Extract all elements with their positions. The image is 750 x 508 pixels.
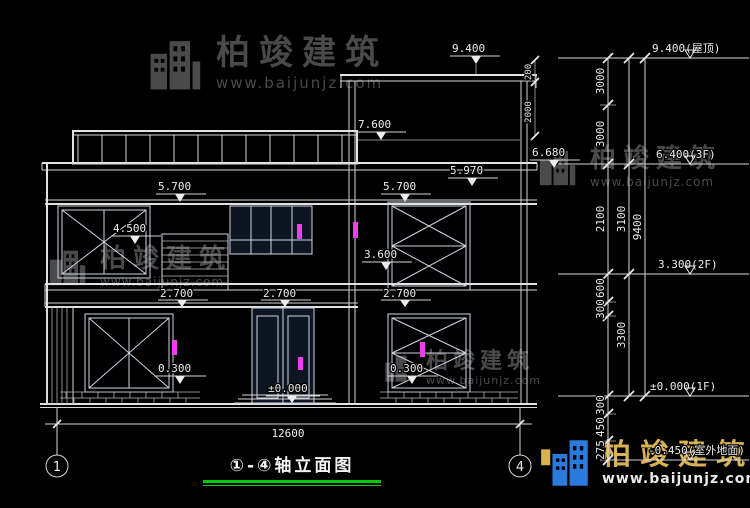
floor-level-1f: ±0.000(1F) <box>650 380 716 393</box>
title-underline-thick <box>203 480 381 483</box>
watermark-mid-left: 柏竣建筑 www.baijunjz.com <box>48 244 233 289</box>
watermark-brand-text: 柏竣建筑 <box>216 33 388 74</box>
dim-inner-6: 300 <box>594 395 607 415</box>
dim-overall-height: 9400 <box>631 214 644 241</box>
drawing-title-block: ①-④轴立面图 <box>203 451 381 486</box>
level-soffit-left: 5.700 <box>158 180 191 193</box>
watermark-brand-text: 柏竣建筑 <box>602 436 750 471</box>
title-underline-thin <box>203 485 381 486</box>
level-terrace: 7.600 <box>358 118 391 131</box>
dim-inner-4: 600 <box>594 278 607 298</box>
level-ground: ±0.000 <box>268 382 308 395</box>
floor-level-site: -0.450(室外地面) <box>648 443 745 457</box>
dim-tower-1: 200 <box>524 64 534 80</box>
watermark-url-text: www.baijunjz.com <box>216 73 384 92</box>
first-floor-elements <box>47 307 470 404</box>
brand-logo-icon <box>541 440 588 486</box>
floor-level-2f: 3.300(2F) <box>658 258 718 271</box>
level-sill-2f: 3.600 <box>364 248 397 261</box>
level-fascia: 5.970 <box>450 164 483 177</box>
watermark-bottom-right-logo: 柏竣建筑 www.baijunjz.com <box>540 438 750 488</box>
dim-inner-7: 450 <box>594 417 607 437</box>
brand-logo-icon <box>385 356 407 382</box>
axis-bubble-1: 1 <box>53 460 61 475</box>
dim-mid-2: 3300 <box>615 322 628 349</box>
level-rail-left: 2.700 <box>160 287 193 300</box>
tower-mini-chain: 200 2000 <box>523 56 539 140</box>
dim-inner-2: 3000 <box>594 121 607 148</box>
dim-tower-2: 2000 <box>524 101 534 123</box>
watermark-brand-text: 柏竣建筑 <box>100 244 233 274</box>
watermark-center-low: 柏竣建筑 www.baijunjz.com <box>384 350 541 387</box>
drawing-title: ①-④轴立面图 <box>229 456 355 476</box>
terrace-railing <box>72 131 358 164</box>
watermark-url-text: www.baijunjz.com <box>602 471 750 488</box>
watermark-top-left: 柏竣建筑 www.baijunjz.com <box>148 36 388 92</box>
dim-overall-width: 12600 <box>271 427 304 440</box>
axis-bubble-4: 4 <box>516 460 524 475</box>
dim-mid-1: 3100 <box>615 206 628 233</box>
dim-inner-1: 3000 <box>594 68 607 95</box>
level-rail-center: 2.700 <box>263 287 296 300</box>
watermark-url-text: www.baijunjz.com <box>590 175 715 190</box>
floor-level-3f: 6.400(3F) <box>656 148 716 161</box>
brand-logo-icon <box>150 41 201 90</box>
level-soffit-right: 5.700 <box>383 180 416 193</box>
watermark-brand-text: 柏竣建筑 <box>426 349 535 374</box>
level-rail-right: 2.700 <box>383 287 416 300</box>
watermark-brand-text: 柏竣建筑 <box>590 144 723 174</box>
level-plinth-right: 0.300 <box>390 362 423 375</box>
magenta-markers <box>172 222 425 370</box>
brand-logo-icon <box>49 251 86 286</box>
level-parapet: 6.680 <box>532 146 565 159</box>
floor-level-roof: 9.400(屋顶) <box>652 42 720 55</box>
second-floor-windows <box>58 202 470 290</box>
base-brickwork <box>60 392 518 404</box>
bottom-dimension: 12600 1 4 <box>45 408 532 477</box>
watermark-url-text: www.baijunjz.com <box>426 374 542 388</box>
level-window-head-2f: 4.500 <box>113 222 146 235</box>
dim-inner-5: 300 <box>594 299 607 319</box>
level-marks: 9.400 7.600 6.680 5.970 5.700 5.700 4.50… <box>111 41 580 403</box>
right-dimension-strip: 3000 3000 2100 600 300 300 450 275 3100 … <box>558 41 749 465</box>
level-plinth-left: 0.300 <box>158 362 191 375</box>
dim-inner-8: 275 <box>594 440 607 460</box>
dim-inner-3: 2100 <box>594 206 607 233</box>
level-roof: 9.400 <box>452 42 485 55</box>
